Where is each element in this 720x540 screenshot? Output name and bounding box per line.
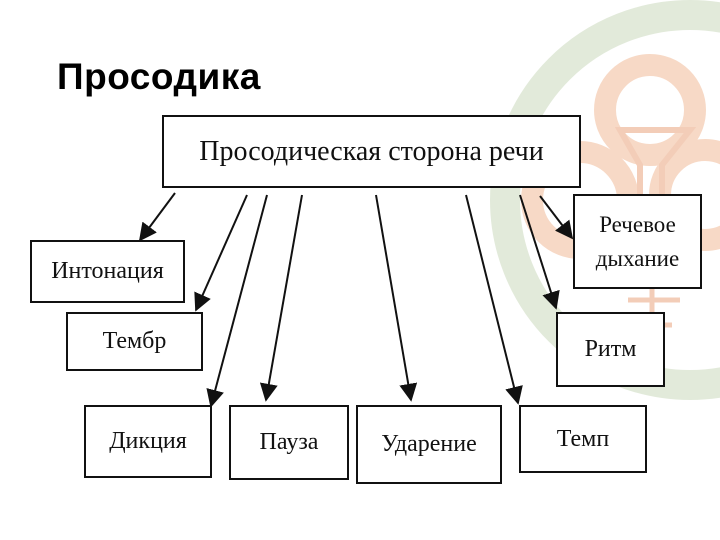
- arrow-to-timbre: [194, 194, 248, 312]
- node-rhythm: Ритм: [556, 312, 665, 387]
- node-diction-label: Дикция: [109, 428, 187, 455]
- node-pause-label: Пауза: [259, 429, 319, 456]
- node-stress: Ударение: [356, 405, 502, 484]
- arrow-to-intonation: [138, 192, 176, 242]
- root-node: Просодическая сторона речи: [162, 115, 581, 188]
- watermark-petal-top: [594, 54, 706, 166]
- node-tempo: Темп: [519, 405, 647, 473]
- slide-title: Просодика: [57, 56, 261, 97]
- root-node-label: Просодическая сторона речи: [199, 135, 544, 167]
- node-tempo-label: Темп: [556, 425, 610, 452]
- arrow-to-stress: [375, 194, 418, 402]
- arrow-to-rhythm: [519, 194, 560, 310]
- watermark-ring: [490, 0, 720, 400]
- node-timbre-label: Тембр: [102, 328, 167, 355]
- node-stress-label: Ударение: [381, 431, 477, 458]
- node-rhythm-label: Ритм: [584, 336, 637, 363]
- node-intonation: Интонация: [30, 240, 185, 303]
- arrow-to-breathing: [539, 195, 574, 240]
- node-pause: Пауза: [229, 405, 349, 480]
- node-intonation-label: Интонация: [51, 258, 164, 285]
- node-breathing-label: Речевое дыхание: [595, 212, 680, 271]
- arrow-to-diction: [206, 194, 268, 408]
- node-breathing: Речевое дыхание: [573, 194, 702, 289]
- node-diction: Дикция: [84, 405, 212, 478]
- arrow-to-pause: [259, 194, 303, 402]
- node-timbre: Тембр: [66, 312, 203, 371]
- arrow-to-tempo: [465, 194, 523, 405]
